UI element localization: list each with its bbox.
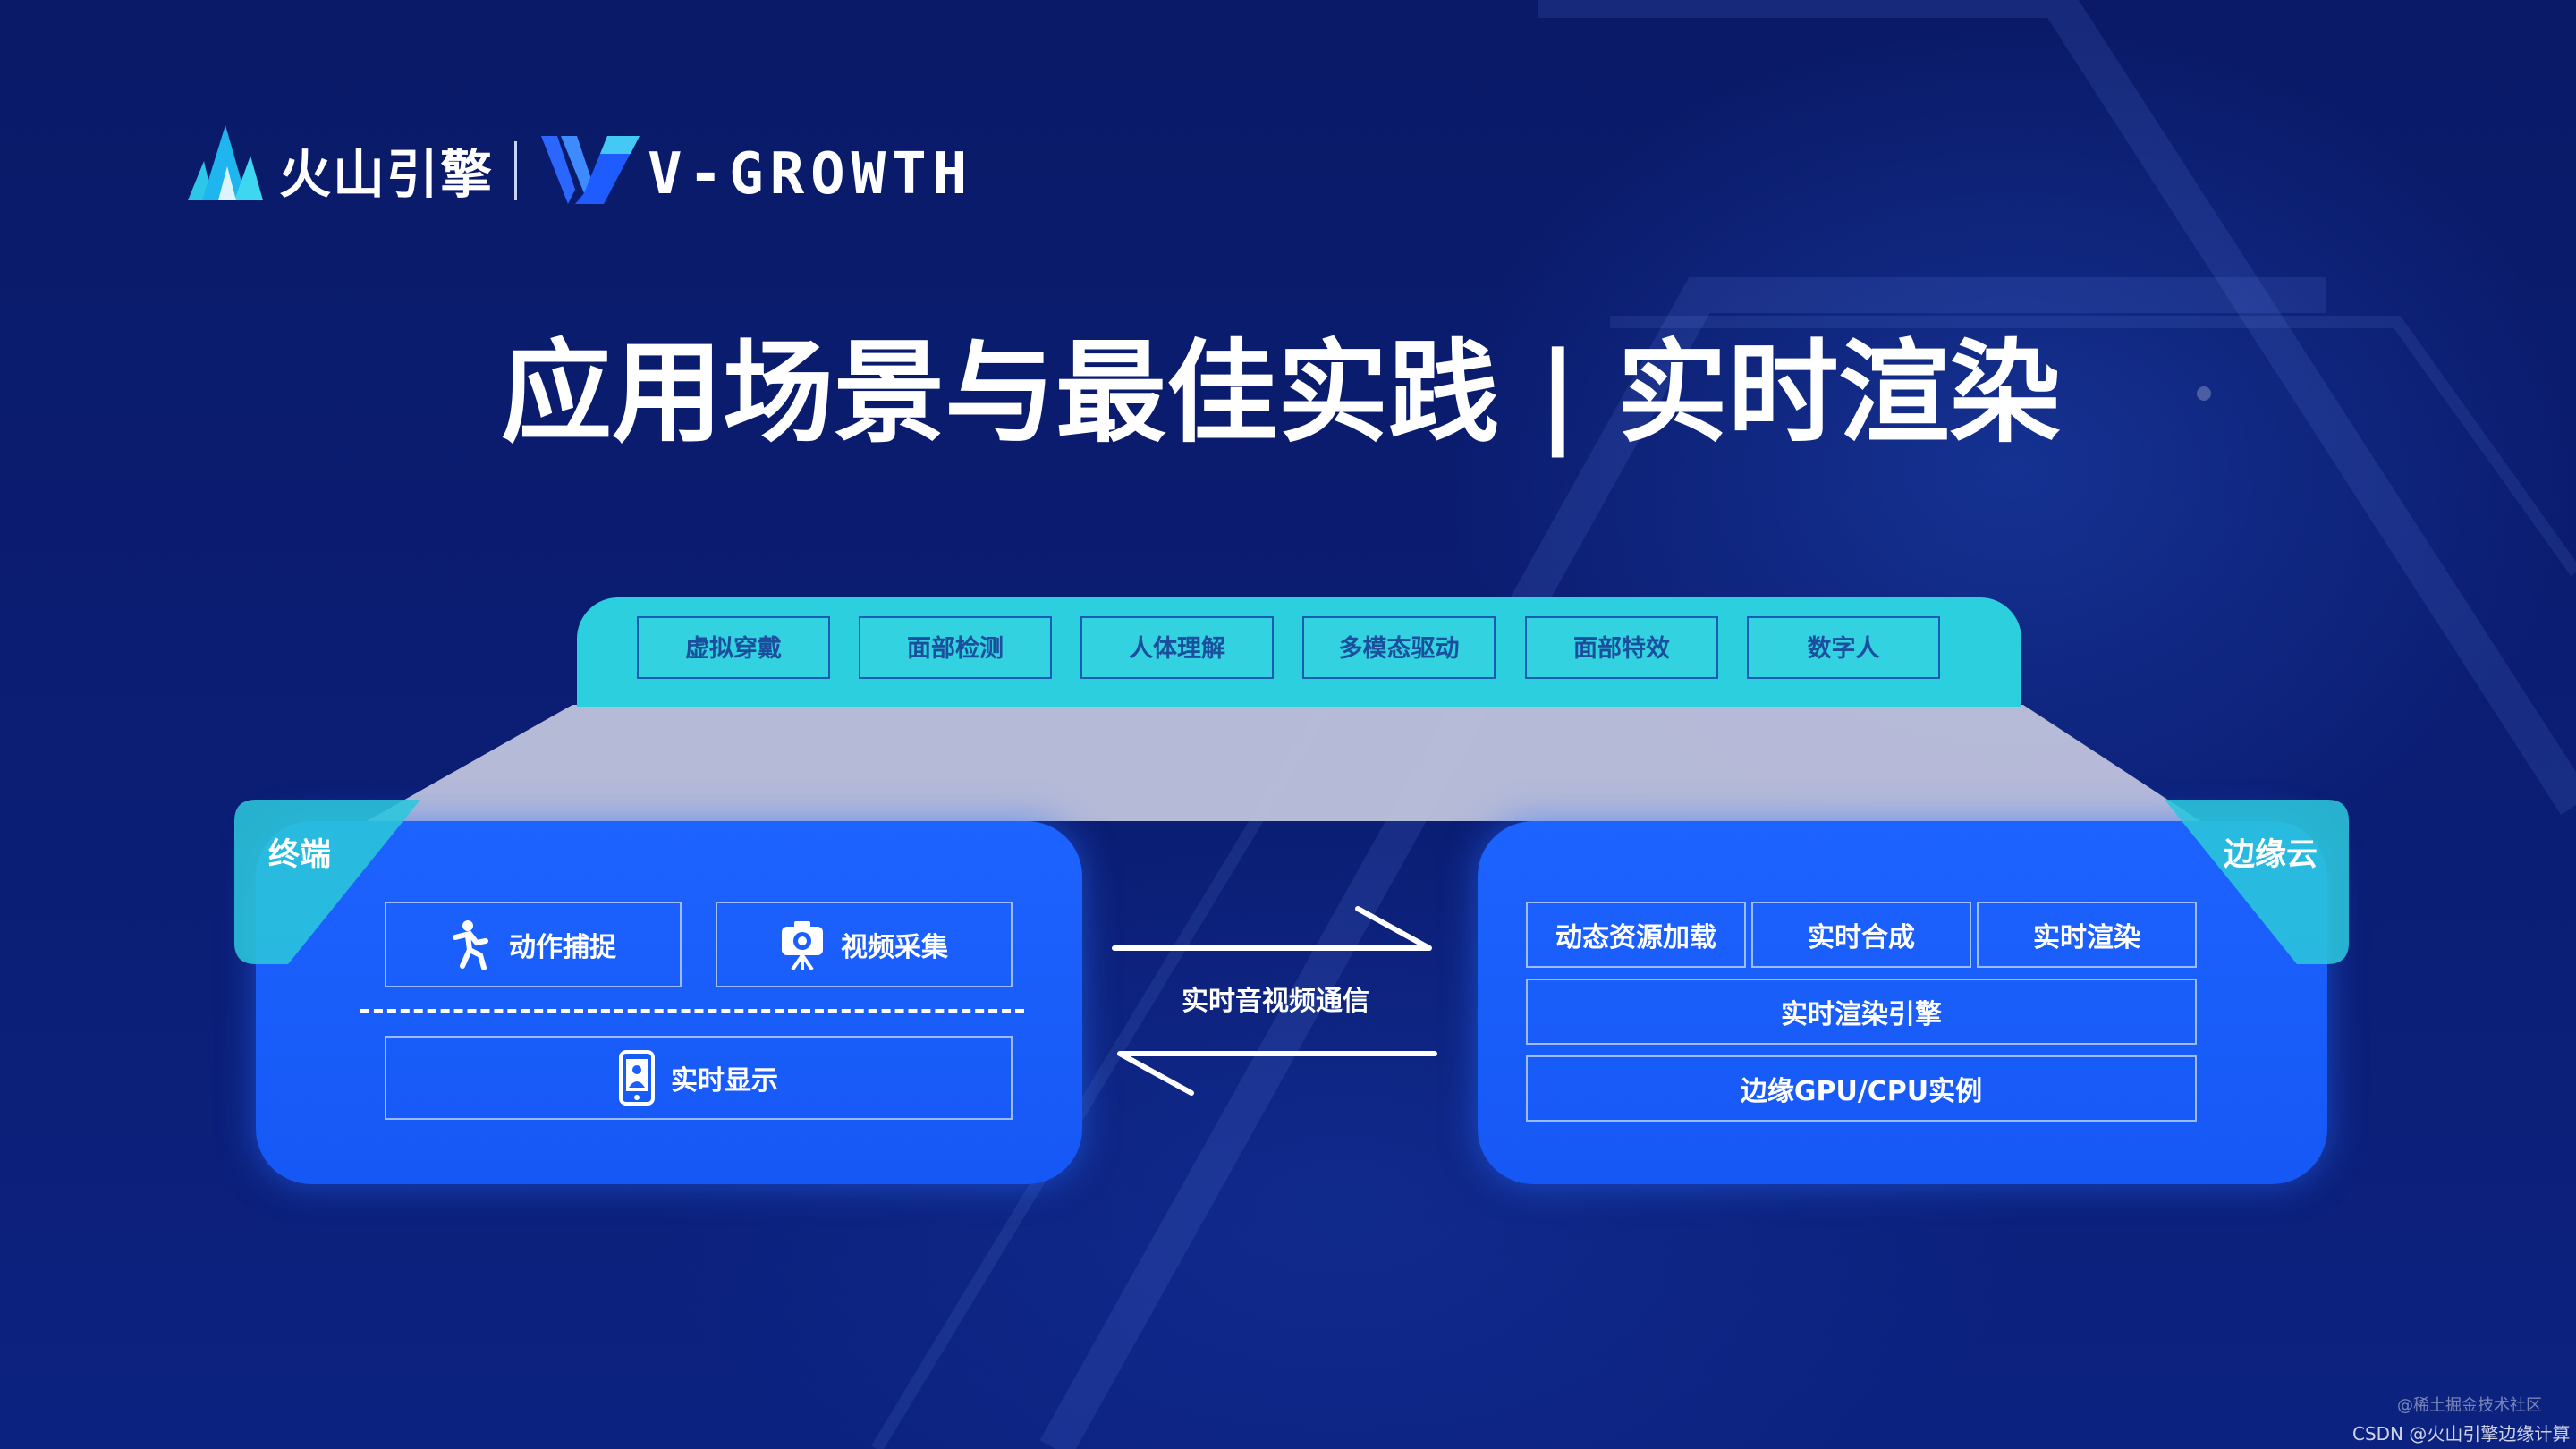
realtime-display-box: 实时显示	[385, 1036, 1013, 1120]
edge-cloud-label: 边缘云	[2224, 837, 2318, 873]
video-capture-label: 视频采集	[841, 932, 948, 963]
dynamic-resource-loading-label: 动态资源加载	[1555, 922, 1716, 953]
rendering-engine-box: 实时渲染引擎	[1526, 979, 2197, 1045]
page-title: 应用场景与最佳实践 | 实时渲染	[501, 329, 2061, 458]
edge-cloud-corner-tab	[2165, 800, 2349, 964]
watermark-juejin: @稀土掘金技术社区	[2397, 1396, 2542, 1415]
tag-virtual-tryon: 虚拟穿戴	[637, 616, 830, 679]
tag-face-detection: 面部检测	[859, 616, 1052, 679]
tag-multimodal-driving: 多模态驱动	[1302, 616, 1496, 679]
camera-icon	[782, 921, 823, 970]
realtime-rendering-label: 实时渲染	[2033, 922, 2140, 953]
volcano-engine-logo-icon	[188, 125, 263, 200]
realtime-compositing-box: 实时合成	[1751, 902, 1971, 968]
realtime-rendering-box: 实时渲染	[1977, 902, 2197, 968]
tag-digital-human: 数字人	[1747, 616, 1940, 679]
edge-cloud-panel	[1478, 821, 2327, 1184]
terminal-dashed-divider	[360, 1009, 1024, 1013]
vgrowth-logo-icon	[541, 136, 640, 204]
header-divider	[514, 141, 517, 200]
terminal-panel	[256, 821, 1082, 1184]
dynamic-resource-loading-box: 动态资源加载	[1526, 902, 1746, 968]
realtime-display-label: 实时显示	[671, 1065, 778, 1097]
motion-capture-label: 动作捕捉	[509, 932, 616, 963]
realtime-compositing-label: 实时合成	[1808, 922, 1915, 953]
rtc-label: 实时音视频通信	[1182, 986, 1369, 1017]
watermark-csdn: CSDN @火山引擎边缘计算	[2352, 1423, 2571, 1445]
terminal-corner-tab	[234, 800, 420, 964]
rendering-engine-label: 实时渲染引擎	[1781, 999, 1942, 1030]
terminal-label: 终端	[268, 837, 332, 873]
vgrowth-wordmark: V-GROWTH	[648, 141, 974, 208]
running-person-icon	[453, 920, 488, 970]
bidirectional-arrows-icon	[1112, 906, 1437, 1096]
tag-face-effects: 面部特效	[1525, 616, 1718, 679]
smartphone-icon	[619, 1050, 655, 1106]
brand-name: 火山引擎	[279, 144, 495, 205]
edge-instance-box: 边缘GPU/CPU实例	[1526, 1055, 2197, 1122]
motion-capture-box: 动作捕捉	[385, 902, 682, 987]
video-capture-box: 视频采集	[716, 902, 1013, 987]
edge-instance-label: 边缘GPU/CPU实例	[1740, 1076, 1983, 1107]
tag-body-understanding: 人体理解	[1080, 616, 1274, 679]
